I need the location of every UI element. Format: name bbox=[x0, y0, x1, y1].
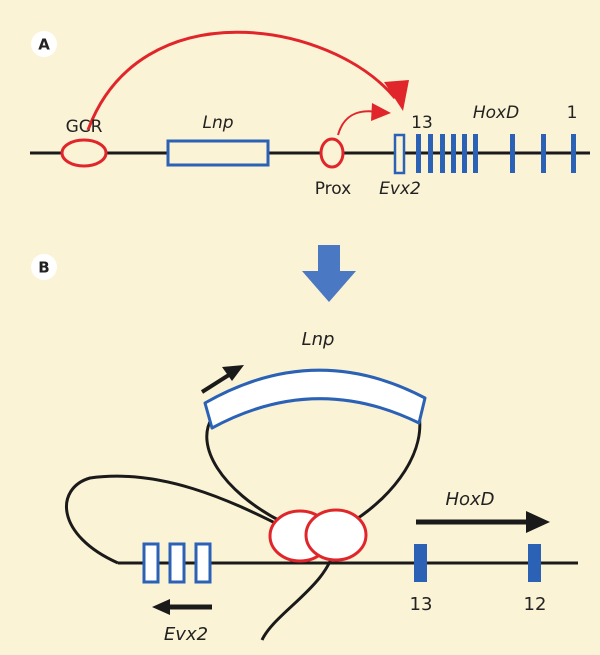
hoxd-gene bbox=[510, 134, 515, 173]
transition-arrow bbox=[302, 245, 356, 302]
lnp-gene-b bbox=[203, 368, 427, 430]
prox-element bbox=[319, 137, 345, 169]
hoxd-13-label-b: 13 bbox=[410, 594, 433, 615]
prox-element-b bbox=[304, 508, 368, 562]
gcr-arrow-head bbox=[384, 80, 409, 111]
hoxd-cluster-a bbox=[416, 134, 576, 173]
lnp-label-b: Lnp bbox=[302, 329, 335, 350]
hoxd-direction-arrow-head bbox=[526, 511, 550, 533]
evx2-label-a: Evx2 bbox=[379, 179, 421, 199]
dna-loop-left bbox=[65, 474, 284, 565]
hoxd13-gene-b bbox=[414, 544, 427, 582]
hoxd-gene bbox=[440, 134, 445, 173]
hoxd-gene bbox=[462, 134, 467, 173]
hoxd12-gene-b bbox=[528, 544, 541, 582]
evx2-exon bbox=[194, 542, 212, 584]
prox-arrow-head bbox=[371, 103, 391, 121]
hoxd-1-label-a: 1 bbox=[567, 103, 578, 123]
evx2-genes-b bbox=[142, 542, 212, 584]
panel-b-badge-letter: B bbox=[38, 259, 49, 277]
evx2-exon bbox=[168, 542, 186, 584]
dna-loop-lnp-right bbox=[351, 409, 422, 524]
panel-a-badge bbox=[31, 31, 57, 57]
hoxd-13-label-a: 13 bbox=[411, 113, 433, 133]
hoxd-gene bbox=[416, 134, 421, 173]
panel-b: B Lnp Evx2 13 12 bbox=[31, 254, 578, 645]
hoxd-gene bbox=[541, 134, 546, 173]
hoxd-label-a: HoxD bbox=[473, 103, 519, 123]
lnp-direction-arrow-head bbox=[222, 365, 244, 381]
gcr-element bbox=[60, 138, 108, 168]
prox-label: Prox bbox=[315, 179, 352, 199]
evx2-gene-a bbox=[393, 133, 406, 175]
gcr-label: GCR bbox=[66, 117, 103, 137]
gcr-arrow bbox=[86, 30, 397, 131]
panel-a-badge-letter: A bbox=[38, 36, 50, 54]
dna-loop-lnp-left bbox=[205, 417, 283, 524]
hoxd-12-label-b: 12 bbox=[524, 594, 547, 615]
hoxd-gene bbox=[451, 134, 456, 173]
hoxd-label-b: HoxD bbox=[445, 489, 494, 510]
evx2-exon bbox=[142, 542, 160, 584]
panel-b-badge bbox=[31, 254, 57, 280]
evx2-direction-arrow-head bbox=[152, 599, 170, 615]
hoxd-gene bbox=[571, 134, 576, 173]
lnp-direction-arrow bbox=[200, 371, 234, 394]
lnp-gene-a bbox=[166, 139, 270, 167]
evx2-label-b: Evx2 bbox=[164, 624, 208, 645]
hoxd-gene bbox=[428, 134, 433, 173]
panel-a: A GCR Lnp Prox Evx2 bbox=[30, 30, 590, 199]
lnp-label-a: Lnp bbox=[202, 113, 233, 133]
hoxd-gene bbox=[473, 134, 478, 173]
